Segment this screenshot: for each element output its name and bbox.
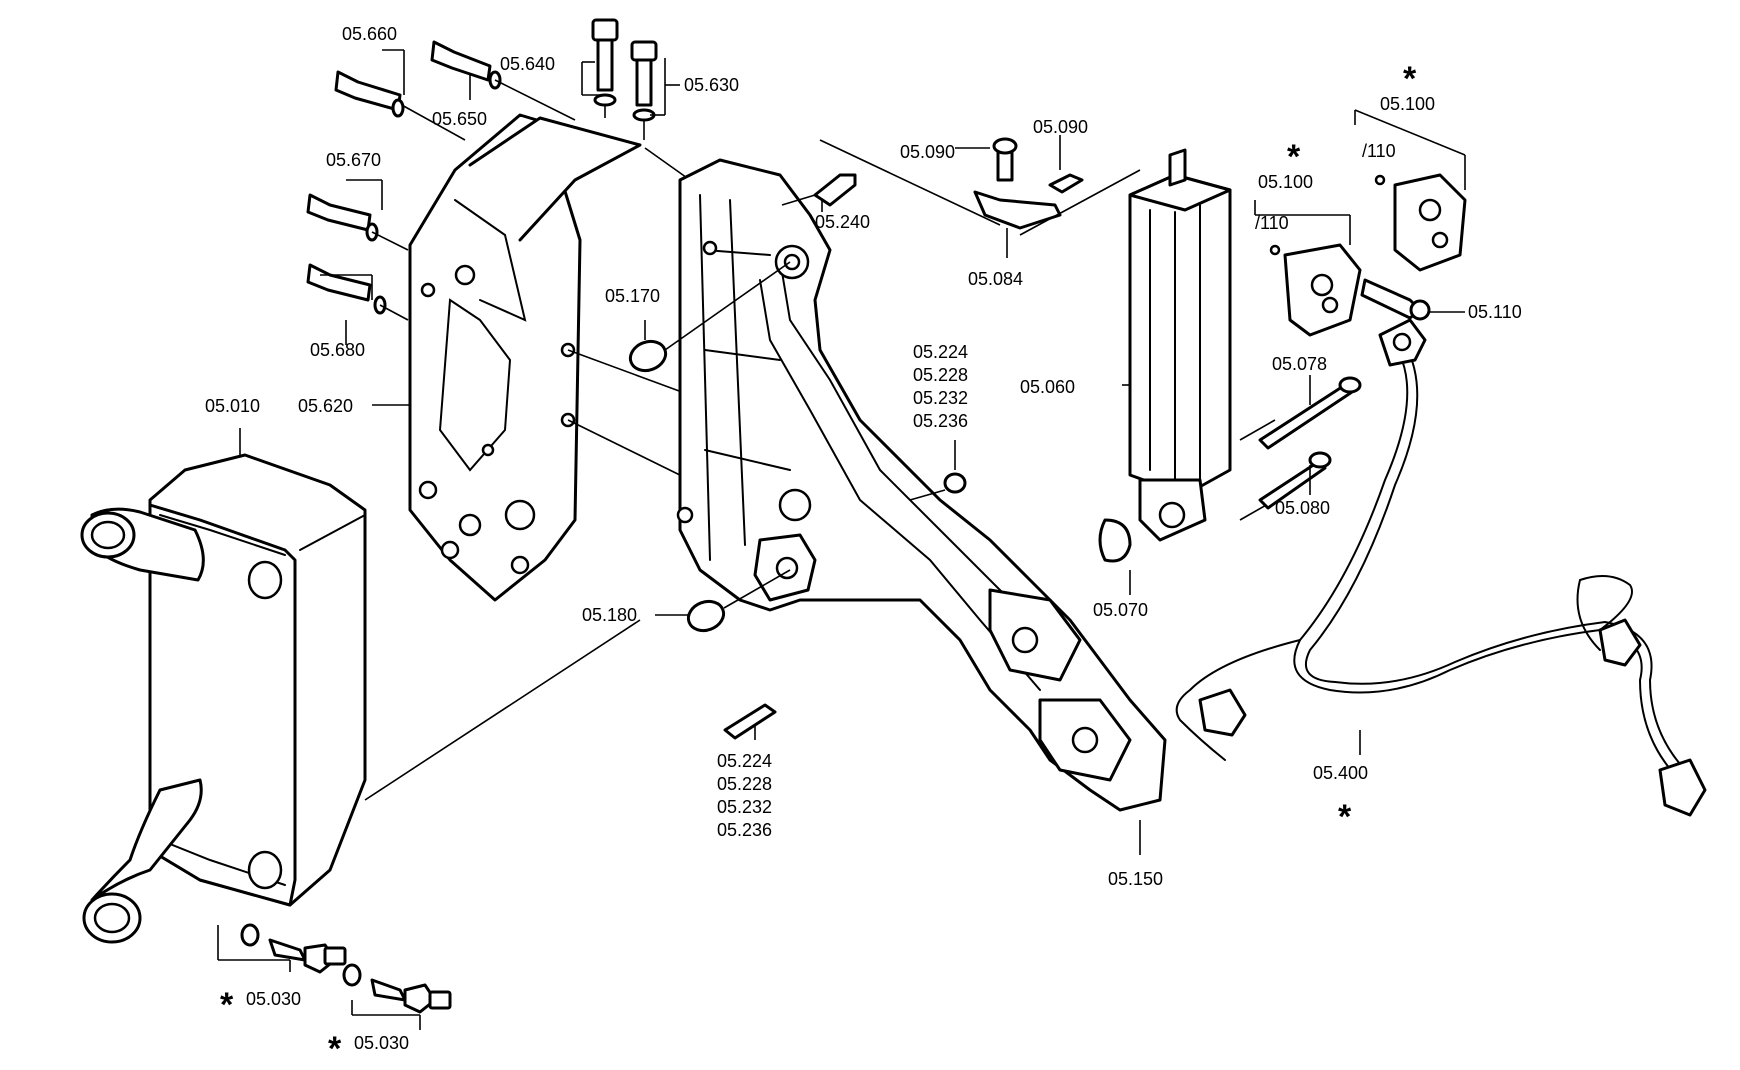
label-05-010: 05.010 [205, 396, 260, 416]
label-05-620: 05.620 [298, 396, 353, 416]
svg-text:05.224: 05.224 [913, 342, 968, 362]
bolt-05-630 [630, 40, 658, 140]
svg-text:05.232: 05.232 [717, 797, 772, 817]
stud-05-224-bottom [723, 703, 777, 740]
star-05-030-b: * [328, 1030, 342, 1068]
bolt-05-670 [306, 193, 409, 251]
svg-text:05.228: 05.228 [913, 365, 968, 385]
label-05-090-right: 05.090 [1033, 117, 1088, 137]
label-05-180: 05.180 [582, 605, 637, 625]
label-05-090-left: 05.090 [900, 142, 955, 162]
temp-sender-05-030-a [217, 923, 347, 974]
label-05-070: 05.070 [1093, 600, 1148, 620]
label-05-060: 05.060 [1020, 377, 1075, 397]
o-ring-05-180 [655, 569, 791, 633]
bolt-05-078 [1258, 375, 1362, 450]
label-05-650: 05.650 [432, 109, 487, 129]
star-05-100-right: * [1403, 60, 1417, 98]
svg-text:05.228: 05.228 [717, 774, 772, 794]
temp-sender-05-030-b [342, 963, 452, 1030]
mounting-bracket [408, 113, 691, 602]
oil-cooler [80, 428, 641, 944]
label-05-640: 05.640 [500, 54, 555, 74]
sensor-05-100-right [1354, 109, 1467, 272]
label-05-084: 05.084 [968, 269, 1023, 289]
label-05-400: 05.400 [1313, 763, 1368, 783]
label-05-100-right: 05.100 [1380, 94, 1435, 114]
label-05-100-left: 05.100 [1258, 172, 1313, 192]
bolt-05-080 [1258, 451, 1332, 510]
callout-brackets [320, 49, 680, 406]
label-05-170: 05.170 [605, 286, 660, 306]
wiring-harness [1175, 318, 1707, 817]
label-05-030-a: 05.030 [246, 989, 301, 1009]
filter-cartridge [1098, 148, 1276, 595]
housing-manifold [676, 158, 1167, 855]
bolt-05-660 [334, 70, 466, 141]
label-110-right: /110 [1362, 141, 1396, 161]
nut-05-224-top [909, 440, 967, 501]
bracket-05-084 [819, 135, 1141, 258]
svg-text:05.232: 05.232 [913, 388, 968, 408]
part-labels: 05.660 05.650 05.640 05.630 05.670 05.68… [205, 24, 1522, 1068]
bolt-05-640 [591, 18, 619, 118]
bolt-05-240 [781, 173, 857, 212]
bolt-05-650 [430, 40, 576, 121]
label-05-240: 05.240 [815, 212, 870, 232]
star-05-100-left: * [1287, 138, 1301, 176]
svg-text:05.236: 05.236 [913, 411, 968, 431]
bolt-05-680 [306, 263, 409, 321]
svg-text:05.236: 05.236 [717, 820, 772, 840]
sensor-05-100-left [1254, 200, 1465, 337]
star-05-030-a: * [220, 986, 234, 1024]
label-05-078: 05.078 [1272, 354, 1327, 374]
label-05-110: 05.110 [1468, 302, 1522, 322]
label-05-670: 05.670 [326, 150, 381, 170]
label-05-150: 05.150 [1108, 869, 1163, 889]
label-group-05-224-bottom: 05.224 05.228 05.232 05.236 [717, 751, 772, 840]
label-110-left: /110 [1255, 213, 1289, 233]
label-05-080: 05.080 [1275, 498, 1330, 518]
long-bolts [1258, 375, 1362, 510]
o-ring-05-170 [628, 261, 791, 373]
label-05-630: 05.630 [684, 75, 739, 95]
label-group-05-224-top: 05.224 05.228 05.232 05.236 [913, 342, 968, 431]
label-05-680: 05.680 [310, 340, 365, 360]
housing-bolts [723, 173, 967, 740]
svg-text:05.224: 05.224 [717, 751, 772, 771]
star-05-400: * [1338, 798, 1352, 836]
label-05-660: 05.660 [342, 24, 397, 44]
label-05-030-b: 05.030 [354, 1033, 409, 1053]
